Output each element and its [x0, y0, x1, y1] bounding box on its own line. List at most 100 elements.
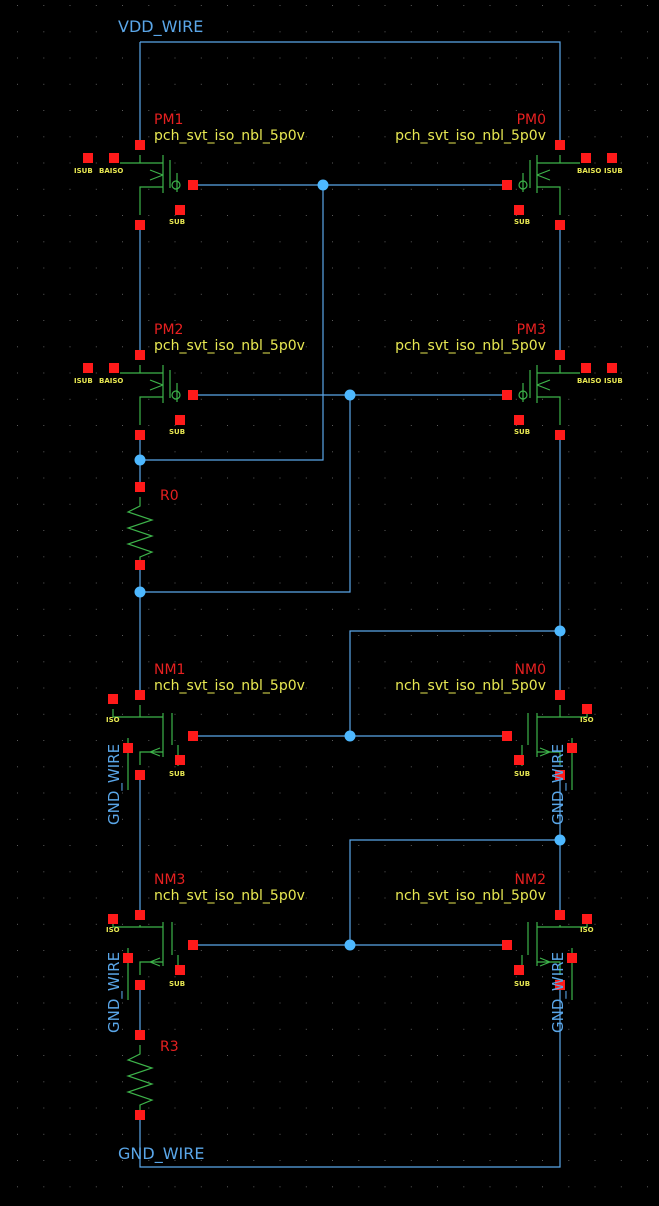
pin-13[interactable] [135, 430, 145, 440]
term-iso-nm3: ISO [106, 926, 120, 934]
pin-32[interactable] [555, 770, 565, 780]
term-sub-nm2: SUB [514, 980, 530, 988]
pin-10[interactable] [581, 153, 591, 163]
inst-label-nm0: NM0 [515, 662, 546, 678]
term-sub-pm3: SUB [514, 428, 530, 436]
term-isub-pm3: ISUB [604, 377, 623, 385]
pin-28[interactable] [188, 731, 198, 741]
term-iso-nm1: ISO [106, 716, 120, 724]
term-isub-pm1: ISUB [74, 167, 93, 175]
term-iso-nm0: ISO [580, 716, 594, 724]
gnd-label-nm2: GND_WIRE [549, 952, 568, 1033]
pmos-pm1[interactable] [120, 155, 181, 215]
pin-0[interactable] [135, 140, 145, 150]
pin-46[interactable] [135, 1030, 145, 1040]
pin-14[interactable] [188, 390, 198, 400]
model-label-nm1: nch_svt_iso_nbl_5p0v [154, 678, 305, 694]
inst-label-pm1: PM1 [154, 112, 183, 128]
pin-41[interactable] [555, 910, 565, 920]
pin-5[interactable] [109, 153, 119, 163]
term-sub-nm0: SUB [514, 770, 530, 778]
term-baiso-pm2: BAISO [99, 377, 123, 385]
model-label-nm3: nch_svt_iso_nbl_5p0v [154, 888, 305, 904]
pin-16[interactable] [83, 363, 93, 373]
right-column-wire[interactable] [139, 225, 561, 1168]
pin-23[interactable] [607, 363, 617, 373]
term-sub-pm1: SUB [169, 218, 185, 226]
pin-38[interactable] [188, 940, 198, 950]
model-label-nm0: nch_svt_iso_nbl_5p0v [395, 678, 546, 694]
pin-22[interactable] [581, 363, 591, 373]
labels: VDD_WIRE GND_WIRE PM1 pch_svt_iso_nbl_5p… [74, 17, 623, 1164]
pin-20[interactable] [502, 390, 512, 400]
pin-9[interactable] [514, 205, 524, 215]
resistor-r0[interactable] [126, 497, 154, 565]
resistor-r3[interactable] [126, 1045, 154, 1115]
pin-51[interactable] [567, 953, 577, 963]
junction-1 [344, 389, 356, 401]
pin-2[interactable] [188, 180, 198, 190]
pin-39[interactable] [175, 965, 185, 975]
pin-34[interactable] [514, 755, 524, 765]
pin-40[interactable] [108, 914, 118, 924]
term-sub-nm3: SUB [169, 980, 185, 988]
pin-24[interactable] [135, 482, 145, 492]
pin-12[interactable] [135, 350, 145, 360]
pin-48[interactable] [123, 743, 133, 753]
pin-35[interactable] [582, 704, 592, 714]
junction-0 [317, 179, 329, 191]
pin-18[interactable] [555, 350, 565, 360]
pin-21[interactable] [514, 415, 524, 425]
pin-37[interactable] [135, 980, 145, 990]
gnd-label-nm0: GND_WIRE [549, 744, 568, 825]
pin-27[interactable] [135, 770, 145, 780]
pin-8[interactable] [502, 180, 512, 190]
pin-36[interactable] [135, 910, 145, 920]
pin-50[interactable] [123, 953, 133, 963]
pin-6[interactable] [555, 140, 565, 150]
pin-26[interactable] [135, 690, 145, 700]
term-iso-nm2: ISO [580, 926, 594, 934]
pin-44[interactable] [514, 965, 524, 975]
model-label-pm0: pch_svt_iso_nbl_5p0v [395, 128, 546, 144]
pin-4[interactable] [83, 153, 93, 163]
term-isub-pm2: ISUB [74, 377, 93, 385]
term-isub-pm0: ISUB [604, 167, 623, 175]
pin-47[interactable] [135, 1110, 145, 1120]
vdd-rail[interactable] [139, 41, 561, 145]
term-baiso-pm0: BAISO [577, 167, 601, 175]
pin-11[interactable] [607, 153, 617, 163]
pin-17[interactable] [109, 363, 119, 373]
junction-6 [554, 834, 566, 846]
gnd-label-nm3: GND_WIRE [105, 952, 124, 1033]
junction-5 [344, 730, 356, 742]
pin-7[interactable] [555, 220, 565, 230]
model-label-pm1: pch_svt_iso_nbl_5p0v [154, 128, 305, 144]
inst-label-r0: R0 [160, 488, 179, 504]
pin-25[interactable] [135, 560, 145, 570]
pin-19[interactable] [555, 430, 565, 440]
pin-43[interactable] [502, 940, 512, 950]
pin-1[interactable] [135, 220, 145, 230]
net-label-vdd: VDD_WIRE [118, 17, 203, 37]
pin-30[interactable] [108, 694, 118, 704]
inst-label-nm1: NM1 [154, 662, 185, 678]
pin-31[interactable] [555, 690, 565, 700]
inst-label-pm0: PM0 [517, 112, 546, 128]
pin-33[interactable] [502, 731, 512, 741]
pmos-pm0[interactable] [518, 155, 580, 215]
pin-29[interactable] [175, 755, 185, 765]
pin-42[interactable] [555, 980, 565, 990]
pin-49[interactable] [567, 743, 577, 753]
term-sub-nm1: SUB [169, 770, 185, 778]
net-label-gnd: GND_WIRE [118, 1144, 204, 1164]
inst-label-r3: R3 [160, 1039, 179, 1055]
pin-15[interactable] [175, 415, 185, 425]
net-junctions [134, 179, 566, 951]
pm1-pm0-gate-net[interactable] [140, 184, 507, 461]
pin-3[interactable] [175, 205, 185, 215]
pmos-pm3[interactable] [518, 365, 580, 425]
pmos-pm2[interactable] [120, 365, 181, 425]
pin-45[interactable] [582, 914, 592, 924]
